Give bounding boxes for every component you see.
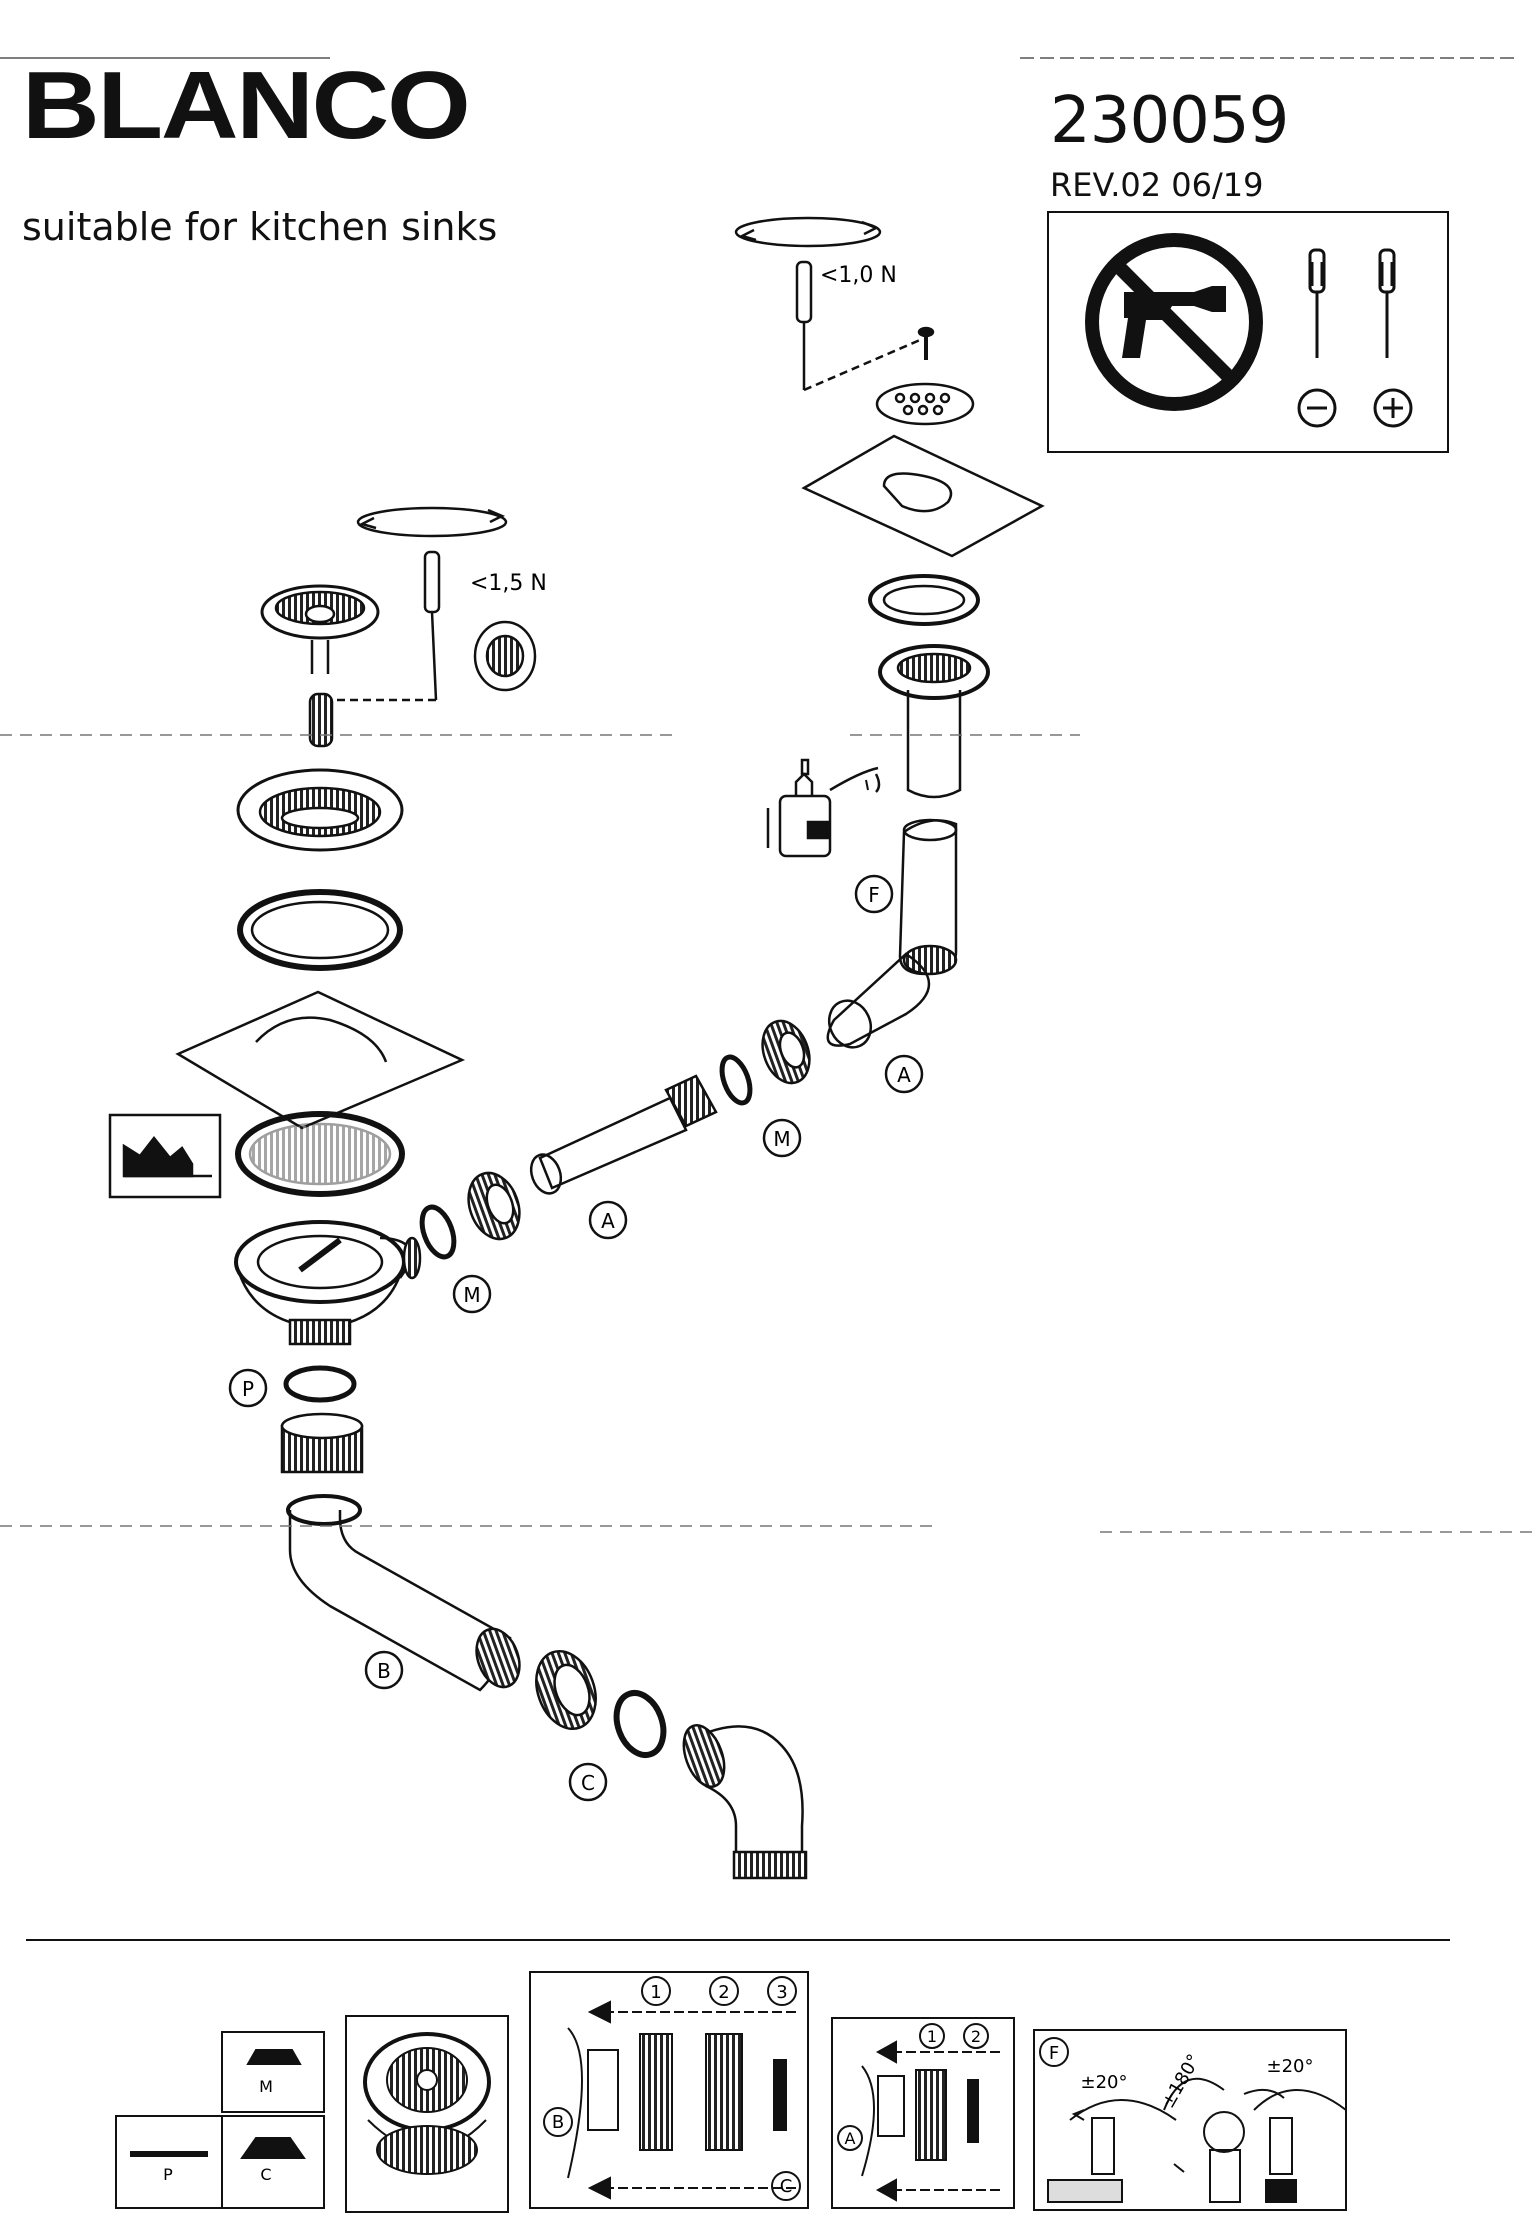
- callouts: [228, 874, 924, 1802]
- legend-p: P: [163, 2165, 173, 2184]
- nut-m-left: [467, 1171, 521, 1241]
- part-number: 230059: [1050, 84, 1289, 158]
- legend-a-label: A: [845, 2129, 856, 2148]
- legend-m: M: [259, 2077, 273, 2096]
- rotation-arrow-icon: [734, 216, 882, 248]
- subtitle: suitable for kitchen sinks: [22, 205, 498, 249]
- tailpipe-b: [286, 1494, 521, 1692]
- callout-b: [364, 1650, 404, 1690]
- minus-circle-icon: [1297, 388, 1337, 428]
- washer-c: [613, 1690, 667, 1758]
- drain-body: [234, 1220, 422, 1346]
- threaded-rod: [308, 692, 334, 748]
- legend-step-2: 2: [718, 1982, 729, 2003]
- nut-c: [535, 1649, 597, 1731]
- strainer-plug: [260, 584, 380, 674]
- legend-c: C: [260, 2165, 271, 2184]
- legend-assembly-a: [831, 2017, 1015, 2209]
- pipe-a-long: [529, 1074, 718, 1195]
- legend-step-1: 1: [650, 1982, 661, 2003]
- callout-b-label: B: [377, 1659, 391, 1683]
- rotation-arrow-icon: [356, 506, 508, 538]
- nut-lower: [280, 1412, 364, 1474]
- no-power-drill-icon: [1085, 233, 1263, 411]
- callout-m-lower: [452, 1274, 492, 1314]
- elbow-outlet: [682, 1724, 808, 1880]
- overflow-body: [878, 644, 990, 799]
- legend-strainer: [345, 2015, 509, 2213]
- callout-f: [854, 874, 894, 914]
- angle-label-1: ±20°: [1081, 2072, 1128, 2093]
- nut-m-right: [761, 1019, 811, 1085]
- legend-hose-f: [1033, 2029, 1347, 2211]
- sink-template: [175, 990, 466, 1130]
- callout-m-upper: [762, 1118, 802, 1158]
- phillips-screwdriver-icon: [1378, 248, 1396, 358]
- sink-strainer-basket: [236, 768, 404, 852]
- overflow-seal: [868, 574, 980, 626]
- legend-b-label: B: [552, 2112, 564, 2133]
- fold-lines: [0, 734, 1536, 1533]
- callout-a-upper-label: A: [897, 1063, 911, 1087]
- overflow-screw-assembly: [734, 216, 1045, 1049]
- callout-p-label: P: [242, 1377, 254, 1401]
- legend-a-step-1: 1: [927, 2027, 937, 2046]
- callout-p: [228, 1368, 268, 1408]
- revision: REV.02 06/19: [1050, 166, 1264, 204]
- overflow-grill: [875, 382, 975, 426]
- callout-a-upper: [884, 1054, 924, 1094]
- callout-m-upper-label: M: [773, 1127, 790, 1151]
- callout-a-lower: [588, 1200, 628, 1240]
- washer-m-left: [419, 1204, 457, 1260]
- torque-strainer: <1,5 N: [470, 571, 547, 596]
- tool-panel: [1047, 211, 1449, 453]
- legend-assembly-b: [529, 1971, 809, 2209]
- legend-c-label: C: [780, 2176, 793, 2197]
- callout-m-lower-label: M: [463, 1283, 480, 1307]
- strainer-cap: [473, 620, 537, 692]
- washer-p: [283, 1365, 357, 1403]
- legend-f-label: F: [1049, 2043, 1059, 2064]
- sink-cutout-icon: [108, 1113, 222, 1199]
- callout-c: [568, 1762, 608, 1802]
- angle-label-3: ±20°: [1267, 2056, 1314, 2077]
- legend-a-step-2: 2: [971, 2027, 981, 2046]
- angle-label-2: ±180°: [1158, 2051, 1205, 2112]
- sealing-ring: [237, 889, 403, 971]
- flat-screwdriver-icon: [1308, 248, 1326, 358]
- elbow-hose: [826, 952, 931, 1049]
- callout-c-label: C: [581, 1771, 595, 1795]
- overflow-hose: [898, 818, 958, 976]
- legend-strip: [115, 1971, 1347, 2213]
- washer-m-right: [719, 1054, 753, 1106]
- callout-a-lower-label: A: [601, 1209, 615, 1233]
- overflow-template: [801, 434, 1045, 558]
- connector-pipes: [419, 1019, 811, 1260]
- legend-washer-types: [115, 2031, 325, 2209]
- lubricant-bottle-icon: [766, 758, 881, 858]
- legend-step-3: 3: [776, 1982, 787, 2003]
- torque-overflow: <1,0 N: [820, 263, 897, 288]
- callout-f-label: F: [868, 883, 880, 907]
- plus-circle-icon: [1373, 388, 1413, 428]
- strainer-assembly: [108, 506, 808, 1880]
- brand-logo: BLANCO: [22, 52, 471, 159]
- gasket-ring: [235, 1111, 405, 1197]
